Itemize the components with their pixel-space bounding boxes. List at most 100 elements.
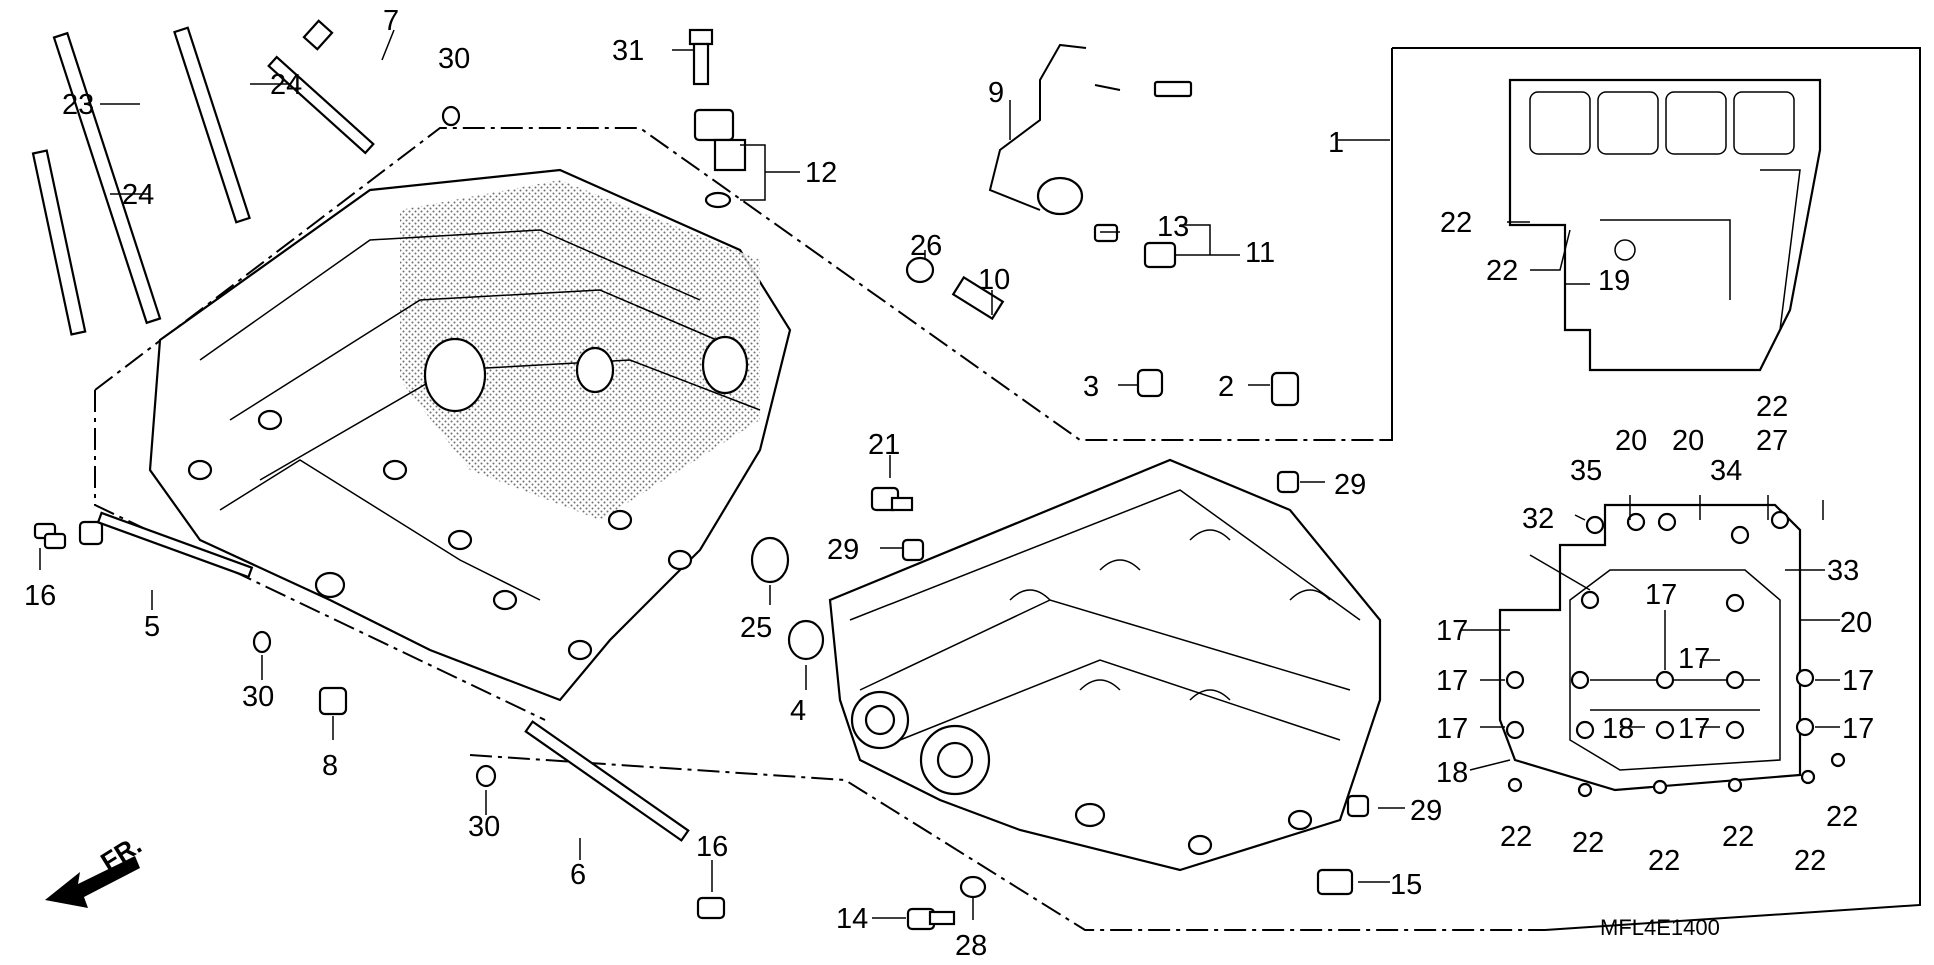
bolt-16-right	[696, 896, 726, 920]
sensor-12	[693, 108, 747, 209]
upper-crankcase	[148, 168, 792, 702]
dowel-29-b	[901, 538, 925, 562]
callout-22: 22	[1486, 255, 1518, 287]
callout-21: 21	[868, 429, 900, 461]
callout-24: 24	[122, 179, 154, 211]
stud-bolt-24a	[173, 26, 251, 224]
upper-crankcase-outline	[94, 127, 1380, 721]
leader-lines	[39, 29, 1840, 920]
callout-22: 22	[1826, 801, 1858, 833]
bolt-7	[267, 19, 375, 155]
inset-bottom-view	[1498, 503, 1846, 798]
bolt-16-left	[33, 522, 67, 550]
dowel-3	[1136, 368, 1164, 398]
callout-20: 20	[1840, 607, 1872, 639]
callout-28: 28	[955, 930, 987, 962]
callout-22: 22	[1794, 845, 1826, 877]
plug-4	[787, 619, 825, 661]
bolt-21	[870, 486, 914, 512]
assembly-bracket-1	[1380, 47, 1921, 931]
callout-34: 34	[1710, 455, 1742, 487]
plug-10	[951, 275, 1005, 321]
callout-22: 22	[1500, 821, 1532, 853]
callout-13: 13	[1157, 211, 1189, 243]
callout-33: 33	[1827, 555, 1859, 587]
callout-32: 32	[1522, 503, 1554, 535]
callout-2: 2	[1218, 371, 1234, 403]
dowel-2	[1270, 371, 1300, 407]
callout-22: 22	[1722, 821, 1754, 853]
washer-30-mid	[252, 630, 272, 654]
callout-16: 16	[696, 831, 728, 863]
callout-17: 17	[1436, 713, 1468, 745]
callout-20: 20	[1672, 425, 1704, 457]
callout-26: 26	[910, 230, 942, 262]
callout-5: 5	[144, 611, 160, 643]
callout-22: 22	[1648, 845, 1680, 877]
callout-labels: 23 24 24 7 30 31 12 9 13 11 1 10 26 3 2 …	[24, 5, 1874, 962]
callout-29: 29	[1410, 795, 1442, 827]
callout-30: 30	[468, 811, 500, 843]
callout-10: 10	[978, 264, 1010, 296]
front-arrow: FR.	[45, 829, 147, 908]
callout-16: 16	[24, 580, 56, 612]
callout-12: 12	[805, 157, 837, 189]
callout-14: 14	[836, 903, 868, 935]
callout-27: 27	[1756, 425, 1788, 457]
callout-1: 1	[1328, 127, 1344, 159]
stud-bolt-23	[52, 31, 162, 325]
washer-30-low	[475, 764, 497, 788]
bolt-5	[78, 511, 254, 579]
callout-29: 29	[1334, 469, 1366, 501]
bolt-15	[1316, 868, 1354, 896]
callout-11: 11	[1245, 237, 1275, 269]
inset-top-view	[1508, 78, 1822, 372]
callout-22: 22	[1572, 827, 1604, 859]
callout-22: 22	[1440, 207, 1472, 239]
callout-30: 30	[242, 681, 274, 713]
dowel-29-a	[1276, 470, 1300, 494]
callout-25: 25	[740, 612, 772, 644]
callout-30: 30	[438, 43, 470, 75]
callout-18: 18	[1602, 713, 1634, 745]
callout-9: 9	[988, 77, 1004, 109]
callout-18: 18	[1436, 757, 1468, 789]
washer-28	[959, 875, 987, 899]
front-arrow-label: FR.	[95, 829, 146, 877]
bolt-6	[524, 720, 690, 842]
callout-17: 17	[1678, 643, 1710, 675]
plug-25	[750, 536, 790, 584]
dowel-29-c	[1346, 794, 1370, 818]
bolt-14	[906, 907, 956, 931]
callout-4: 4	[790, 695, 806, 727]
callout-17: 17	[1436, 665, 1468, 697]
callout-17: 17	[1436, 615, 1468, 647]
callout-29: 29	[827, 534, 859, 566]
callout-6: 6	[570, 859, 586, 891]
callout-23: 23	[62, 89, 94, 121]
callout-24: 24	[270, 69, 302, 101]
callout-8: 8	[322, 750, 338, 782]
callout-17: 17	[1678, 713, 1710, 745]
callout-3: 3	[1083, 371, 1099, 403]
switch-11	[1093, 223, 1177, 269]
callout-17: 17	[1645, 579, 1677, 611]
callout-31: 31	[612, 35, 644, 67]
callout-17: 17	[1842, 665, 1874, 697]
drawing-code: MFL4E1400	[1600, 915, 1720, 940]
dowel-8	[318, 686, 348, 716]
callout-15: 15	[1390, 869, 1422, 901]
washer-30-top	[441, 105, 461, 127]
lower-crankcase	[828, 458, 1382, 872]
callout-22: 22	[1756, 391, 1788, 423]
sensor-wire-9	[988, 43, 1193, 216]
stud-bolt-24b	[31, 149, 87, 336]
callout-35: 35	[1570, 455, 1602, 487]
bolt-31	[688, 28, 714, 86]
lower-crankcase-outline	[469, 754, 1545, 931]
callout-17: 17	[1842, 713, 1874, 745]
callout-19: 19	[1598, 265, 1630, 297]
callout-7: 7	[383, 5, 399, 37]
washer-26	[905, 256, 935, 284]
